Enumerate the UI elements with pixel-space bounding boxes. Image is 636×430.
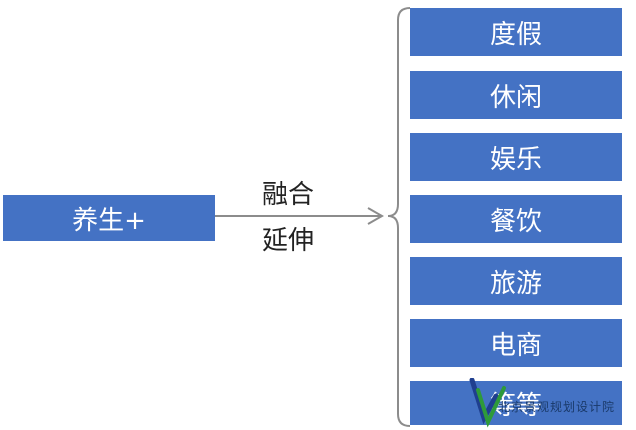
watermark-text: 北京景观规划设计院 (498, 400, 616, 414)
curly-brace (387, 7, 411, 427)
target-box-ecommerce: 电商 (410, 319, 622, 367)
target-label: 休闲 (489, 82, 542, 113)
arrow-head (367, 207, 385, 225)
target-label: 餐饮 (489, 206, 542, 237)
target-box-entertainment: 娱乐 (410, 133, 622, 181)
relation-label-1: 融合 (262, 180, 315, 210)
target-box-etc: 等等 (410, 381, 622, 425)
target-label: 娱乐 (489, 144, 542, 175)
watermark-logo-icon (469, 378, 506, 428)
target-box-leisure: 休闲 (410, 71, 622, 119)
source-label: 养生+ (72, 205, 146, 236)
target-label: 电商 (489, 330, 542, 361)
target-box-vacation: 度假 (410, 8, 622, 56)
target-box-tourism: 旅游 (410, 257, 622, 305)
target-box-dining: 餐饮 (410, 195, 622, 243)
target-label: 旅游 (489, 268, 542, 299)
relation-label-2: 延伸 (262, 226, 315, 256)
target-label: 度假 (489, 19, 542, 50)
source-box: 养生+ (3, 195, 215, 241)
